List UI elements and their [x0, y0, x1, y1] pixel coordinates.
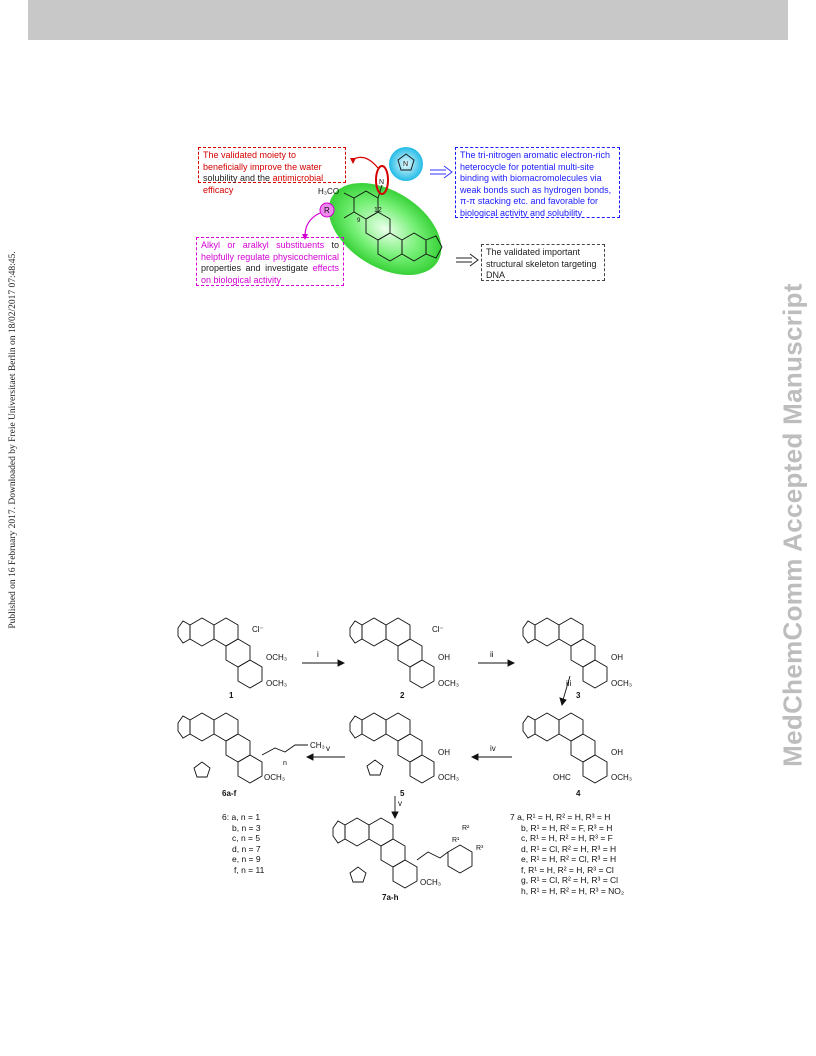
och3-label-4: OCH₃	[611, 773, 632, 782]
series7-c: c, R¹ = H, R² = H, R³ = F	[521, 833, 613, 843]
triazole-highlight	[389, 147, 423, 181]
header-band	[28, 0, 788, 40]
series7-b: b, R¹ = H, R² = F, R³ = H	[521, 822, 613, 833]
series7-e: e, R¹ = H, R² = Cl, R³ = H	[521, 854, 617, 864]
magenta-annotation-box: Alkyl or aralkyl substituents to helpful…	[196, 237, 344, 286]
compound-4-structure	[522, 712, 608, 784]
compound-2-label: 2	[400, 691, 405, 700]
compound-2-structure	[349, 617, 435, 689]
series7-d: d, R¹ = Cl, R² = H, R³ = H	[521, 843, 617, 854]
series7-f: f, R¹ = H, R² = H, R³ = Cl	[521, 864, 614, 875]
series7-g: g, R¹ = Cl, R² = H, R³ = Cl	[521, 875, 619, 885]
series6-c: c, n = 5	[232, 833, 261, 843]
black-annotation-box: The validated important structural skele…	[481, 244, 605, 281]
r-label: R	[324, 206, 330, 215]
red-annotation-box: The validated moiety to beneficially imp…	[198, 147, 346, 195]
c12-label: 12	[374, 207, 382, 214]
ch3-label-6: CH₃	[310, 741, 325, 750]
och3-label-5: OCH₃	[438, 773, 459, 782]
compound-5-label: 5	[400, 789, 405, 798]
cl-label-2: Cl⁻	[432, 625, 444, 634]
series6-a: 6: a, n = 1	[222, 812, 261, 822]
compound-5-structure	[349, 712, 435, 784]
step-iv-label: iv	[490, 744, 496, 753]
linker-highlight	[375, 165, 389, 195]
r2-label-7: R²	[462, 825, 470, 832]
step-v-label-2: v	[398, 799, 402, 808]
sub-n-label-6: n	[283, 760, 287, 767]
step-v-label-1: v	[326, 744, 330, 753]
step-i-label: i	[317, 650, 319, 659]
triazole-n-label: N	[403, 161, 408, 168]
r-group-highlight	[319, 202, 335, 218]
series6-f: f, n = 11	[234, 864, 265, 875]
r3-label-7: R³	[476, 845, 484, 852]
c9-label: 9	[357, 218, 361, 224]
series7-h: h, R¹ = H, R² = H, R³ = NO₂	[521, 885, 625, 896]
och3-label-1b: OCH₃	[266, 679, 287, 688]
series7-list: 7 a, R¹ = H, R² = H, R³ = H b, R¹ = H, R…	[510, 812, 624, 896]
och3-label-6: OCH₃	[264, 773, 285, 782]
compound-6-structure	[177, 712, 308, 784]
skeleton-highlight	[328, 182, 442, 276]
oh-label-2: OH	[438, 653, 450, 662]
series6-d: d, n = 7	[232, 843, 261, 854]
oh-label-4: OH	[611, 748, 623, 757]
oh-label-5: OH	[438, 748, 450, 757]
och3-label-3: OCH₃	[611, 679, 632, 688]
h3co-label: H₃CO	[318, 187, 339, 196]
compound-4-label: 4	[576, 789, 581, 798]
series7-a: 7 a, R¹ = H, R² = H, R³ = H	[510, 812, 611, 822]
cl-label-1: Cl⁻	[252, 625, 264, 634]
compound-6-label: 6a-f	[222, 789, 237, 798]
series6-list: 6: a, n = 1 b, n = 3 c, n = 5 d, n = 7 e…	[222, 812, 264, 875]
compound-3-structure	[522, 617, 608, 689]
n-linker-label: N	[379, 179, 384, 186]
r1-label-7: R¹	[452, 837, 460, 844]
series6-b: b, n = 3	[232, 822, 261, 833]
compound-1-structure	[177, 617, 263, 689]
och3-label-2: OCH₃	[438, 679, 459, 688]
blue-annotation-box: The tri-nitrogen aromatic electron-rich …	[455, 147, 620, 218]
series6-e: e, n = 9	[232, 854, 261, 864]
compound-3-label: 3	[576, 691, 581, 700]
cho-label-4: OHC	[553, 773, 571, 782]
step-ii-label: ii	[490, 650, 494, 659]
oh-label-3: OH	[611, 653, 623, 662]
step-iii-label: iii	[566, 679, 572, 688]
compound-1-label: 1	[229, 691, 234, 700]
och3-label-7: OCH₃	[420, 878, 441, 887]
compound-7-structure	[332, 817, 473, 889]
och3-label-1a: OCH₃	[266, 653, 287, 662]
compound-7-label: 7a-h	[382, 893, 399, 902]
